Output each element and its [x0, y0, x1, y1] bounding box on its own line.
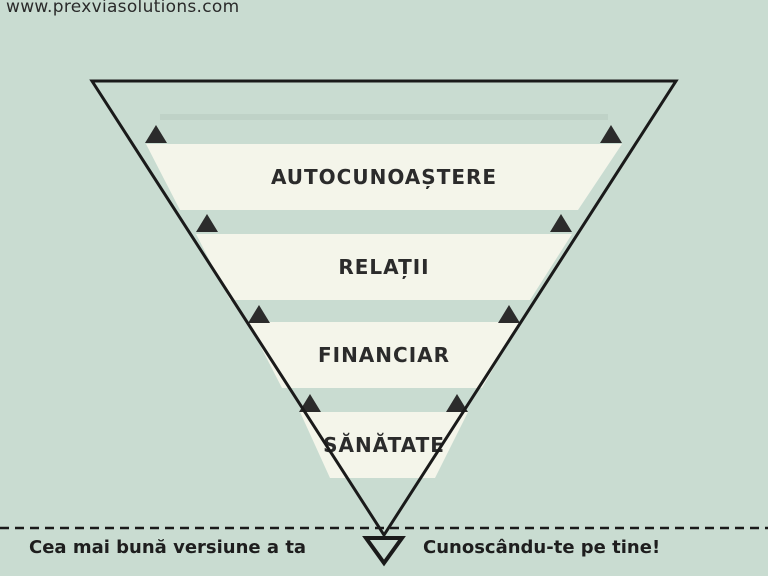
triangle-marker-icon: [446, 394, 468, 412]
tier-label-2: RELAȚII: [338, 255, 429, 279]
triangle-marker-icon: [498, 305, 520, 323]
band-shadow: [160, 114, 608, 120]
inverted-triangle-outline: [89, 79, 679, 538]
tier-band-4: [300, 412, 468, 478]
triangle-marker-icon: [550, 214, 572, 232]
tier-band-2: [196, 234, 572, 300]
footer-right-caption: Cunoscându-te pe tine!: [423, 537, 661, 558]
tier-band-3: [248, 322, 520, 388]
triangle-marker-icon: [600, 125, 622, 143]
triangle-marker-icon: [145, 125, 167, 143]
footer-left-caption: Cea mai bună versiune a ta: [29, 537, 307, 558]
tier-label-3: FINANCIAR: [318, 343, 450, 367]
triangle-marker-icon: [299, 394, 321, 412]
website-url: www.prexviasolutions.com: [6, 0, 240, 17]
tier-label-1: AUTOCUNOAȘTERE: [271, 165, 497, 189]
tier-band-1: [146, 144, 622, 210]
triangle-marker-icon: [248, 305, 270, 323]
triangle-marker-icon: [196, 214, 218, 232]
tip-marker-icon: [362, 536, 406, 567]
tier-label-4: SĂNĂTATE: [323, 433, 445, 457]
